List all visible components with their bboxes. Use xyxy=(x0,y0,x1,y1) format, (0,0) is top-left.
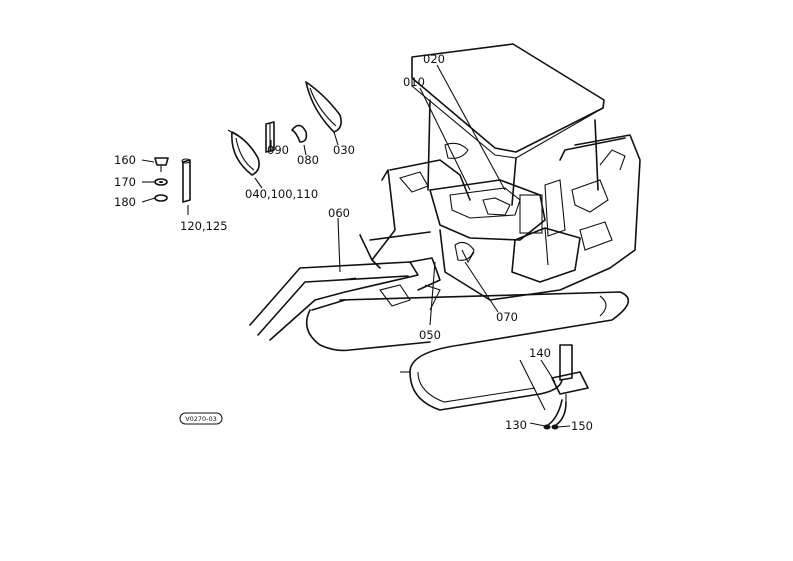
part-170-washer xyxy=(154,178,168,186)
label-080: 080 xyxy=(297,153,319,167)
label-120: 120,125 xyxy=(180,219,228,233)
label-010: 010 xyxy=(403,75,425,89)
part-090-strap xyxy=(265,121,275,153)
label-020: 020 xyxy=(423,52,445,66)
leader-lines xyxy=(141,64,571,428)
part-140-bracket xyxy=(551,344,589,404)
part-040-band xyxy=(227,129,260,176)
label-140: 140 xyxy=(529,346,551,360)
part-180-washer xyxy=(154,194,168,202)
part-080-clip xyxy=(291,124,308,143)
part-160-bolt xyxy=(154,157,169,172)
label-030: 030 xyxy=(333,143,355,157)
label-130: 130 xyxy=(505,418,527,432)
excavator-illustration xyxy=(249,43,641,411)
part-120-125-pin xyxy=(181,158,191,203)
label-060: 060 xyxy=(328,206,350,220)
label-160: 160 xyxy=(114,153,136,167)
label-170: 170 xyxy=(114,175,136,189)
label-090: 090 xyxy=(267,143,289,157)
part-labels: 010 020 030 040,100,110 050 060 070 080 … xyxy=(114,52,593,433)
label-050: 050 xyxy=(419,328,441,342)
label-180: 180 xyxy=(114,195,136,209)
part-030-band xyxy=(305,81,342,133)
part-130-150-connectors xyxy=(543,399,567,430)
label-040: 040,100,110 xyxy=(245,187,318,201)
figure-code: V0270-03 xyxy=(185,415,217,423)
figure-code-badge: V0270-03 xyxy=(179,412,223,425)
label-070: 070 xyxy=(496,310,518,324)
label-150: 150 xyxy=(571,419,593,433)
